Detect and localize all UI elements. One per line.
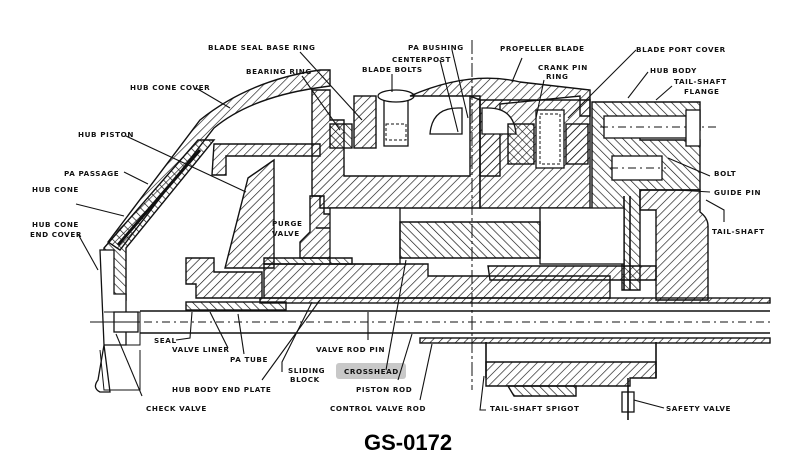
label-centerpost: CENTERPOST [392, 55, 451, 64]
tail-shaft-body [639, 189, 709, 301]
label-tail-shaft: TAIL-SHAFT [712, 227, 765, 236]
label-bearing-ring: BEARING RING [246, 67, 312, 76]
crank-pin-ring [507, 123, 535, 165]
crank-pin-dashed [539, 113, 561, 165]
pa-tube [259, 297, 771, 304]
label-hub-cone: HUB CONE [32, 185, 79, 194]
leader-control-valve-rod [419, 343, 433, 401]
leader-valve-liner [209, 311, 229, 349]
label-guide-pin: GUIDE PIN [714, 188, 761, 197]
crosshead-block [399, 221, 541, 259]
label-crosshead: CROSSHEAD [344, 367, 399, 376]
label-blade-bolts: BLADE BOLTS [362, 65, 423, 74]
drawing-number: GS-0172 [364, 430, 452, 455]
leader-guide-pin [675, 189, 711, 193]
leader-pa-passage [123, 171, 149, 185]
hub-cone-assembly [94, 69, 331, 393]
label-tail-shaft-flange-1: TAIL-SHAFT [674, 77, 727, 86]
label-blade-port-cover: BLADE PORT COVER [636, 45, 726, 54]
crosshead-highlight [336, 363, 406, 379]
label-sliding-block-1: SLIDING [288, 366, 325, 375]
leader-sliding-block [281, 301, 313, 372]
label-control-valve-rod: CONTROL VALVE ROD [330, 404, 426, 413]
blade-bolt-thread [385, 123, 407, 141]
spigot-lower [506, 385, 577, 397]
leader-bearing-ring [301, 75, 341, 131]
label-check-valve: CHECK VALVE [146, 404, 207, 413]
leader-hub-cone [75, 203, 125, 217]
leader-safety-valve [633, 399, 665, 409]
label-tail-shaft-spigot: TAIL-SHAFT SPIGOT [490, 404, 579, 413]
label-propeller-blade: PROPELLER BLADE [500, 44, 585, 53]
leader-hub-piston [125, 135, 247, 193]
label-sliding-block-2: BLOCK [290, 375, 320, 384]
cylinder-left-space [329, 207, 401, 265]
valve-liner [185, 301, 287, 311]
leader-blade-port-cover [567, 49, 637, 119]
leader-tail-shaft-spigot [479, 375, 486, 411]
label-purge-valve-1: PURGE [272, 219, 302, 228]
label-pa-tube: PA TUBE [230, 355, 268, 364]
leader-bolt [667, 157, 711, 177]
guide-pin [611, 155, 663, 181]
callout-labels: BLADE SEAL BASE RING BEARING RING PA BUS… [30, 43, 765, 413]
label-hub-body: HUB BODY [650, 66, 697, 75]
label-valve-rod-pin: VALVE ROD PIN [316, 345, 385, 354]
label-safety-valve: SAFETY VALVE [666, 404, 731, 413]
crank-pin-ring-right [565, 123, 589, 165]
inner-mechanism [90, 40, 771, 420]
label-pa-passage: PA PASSAGE [64, 169, 119, 178]
hub-body-end-plate [263, 257, 353, 265]
cylinder-right-space [539, 207, 625, 265]
hub-cone-end-cover [94, 249, 127, 393]
leader-pa-tube [237, 313, 245, 355]
label-crank-pin-ring-2: RING [546, 72, 569, 81]
hub-piston [224, 158, 275, 269]
leader-tail-shaft-flange [655, 85, 673, 101]
label-blade-seal-base-ring: BLADE SEAL BASE RING [208, 43, 315, 52]
blade-bolt-head [377, 89, 415, 103]
label-seal: SEAL [154, 336, 177, 345]
leader-crank-pin-ring [535, 79, 545, 119]
label-piston-rod: PISTON ROD [356, 385, 412, 394]
label-tail-shaft-flange-2: FLANGE [684, 87, 719, 96]
leader-propeller-blade [511, 57, 523, 83]
pa-tube-lower [419, 337, 771, 344]
leader-pa-bushing [451, 49, 469, 119]
leader-tail-shaft [705, 199, 725, 222]
label-purge-valve-2: VALVE [272, 229, 300, 238]
leader-hub-body [627, 71, 649, 99]
leader-hub-cone-cover [195, 87, 231, 109]
label-valve-liner: VALVE LINER [172, 345, 230, 354]
leader-lines [75, 49, 725, 411]
leader-piston-rod [397, 333, 413, 381]
label-bolt: BOLT [714, 169, 736, 178]
leader-hub-body-end-plate [261, 299, 321, 381]
bearing-ring [329, 123, 353, 149]
leader-hub-cone-end-cover [77, 233, 99, 271]
label-hub-piston: HUB PISTON [78, 130, 134, 139]
leader-crosshead [385, 259, 407, 371]
blade-seal-base-ring [353, 95, 377, 149]
leader-blade-seal-base-ring [299, 51, 363, 121]
leader-seal [175, 311, 193, 341]
tail-shaft-inner [487, 265, 657, 281]
label-pa-bushing: PA BUSHING [408, 43, 464, 52]
crank-pin [535, 109, 565, 169]
label-hub-body-end-plate: HUB BODY END PLATE [172, 385, 271, 394]
tail-shaft-spigot [485, 361, 657, 387]
label-hub-cone-cover: HUB CONE COVER [130, 83, 210, 92]
leader-check-valve [115, 333, 143, 397]
blade-bolt [383, 95, 409, 147]
bolt-head [685, 109, 701, 147]
label-hub-cone-end-cover-1: HUB CONE [32, 220, 79, 229]
leader-centerpost [439, 59, 459, 133]
label-hub-cone-end-cover-2: END COVER [30, 230, 82, 239]
label-crank-pin-ring-1: CRANK PIN [538, 63, 588, 72]
pa-passage [116, 149, 202, 246]
